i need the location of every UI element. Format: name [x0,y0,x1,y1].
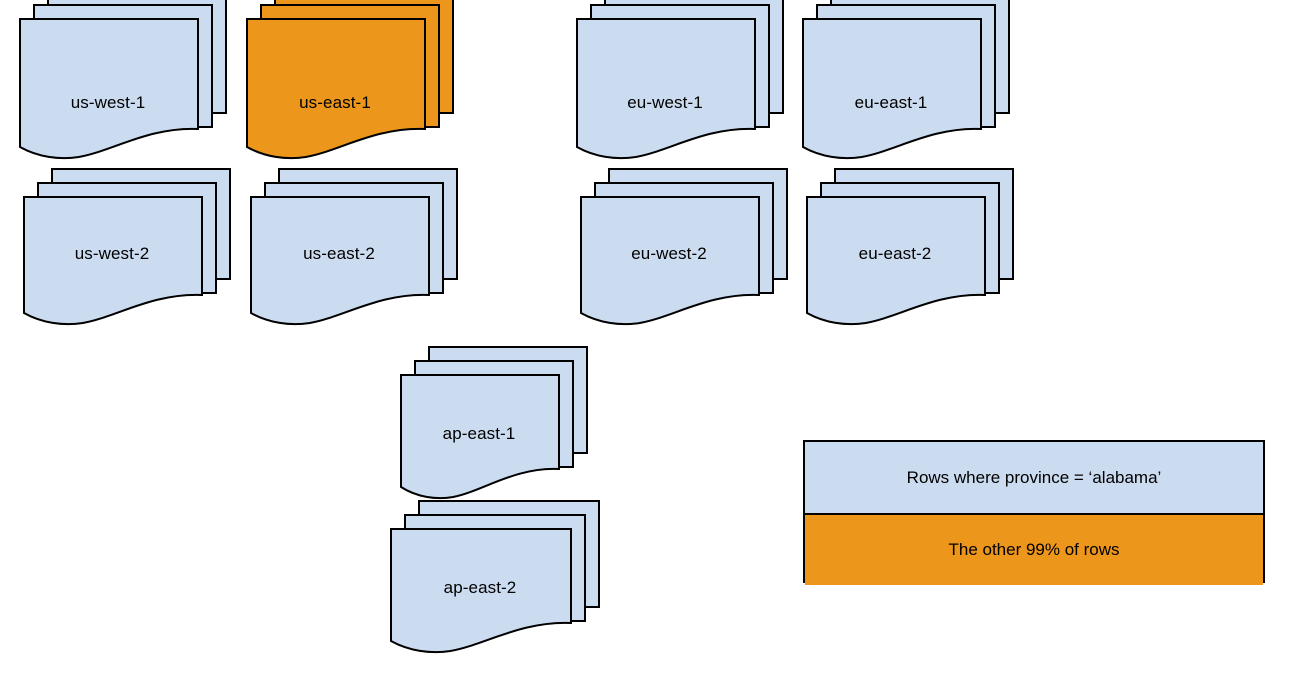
document-stack-eu-west-2[interactable]: eu-west-2 [580,168,788,326]
document-stack-us-east-1[interactable]: us-east-1 [246,0,454,160]
document-stack-us-west-1[interactable]: us-west-1 [19,0,227,160]
document-stack-us-east-2[interactable]: us-east-2 [250,168,458,326]
document-stack-shape-eu-west-2 [580,168,788,326]
document-stack-shape-eu-east-2 [806,168,1014,326]
legend-row-alabama-text: Rows where province = ‘alabama’ [906,467,1162,487]
document-stack-eu-east-2[interactable]: eu-east-2 [806,168,1014,326]
document-stack-ap-east-1[interactable]: ap-east-1 [400,346,588,500]
document-stack-us-west-2[interactable]: us-west-2 [23,168,231,326]
document-stack-shape-us-east-1 [246,0,454,160]
document-stack-shape-ap-east-1 [400,346,588,500]
document-stack-eu-east-1[interactable]: eu-east-1 [802,0,1010,160]
document-stack-shape-us-west-2 [23,168,231,326]
document-stack-shape-eu-east-1 [802,0,1010,160]
legend-row-other-text: The other 99% of rows [948,540,1120,559]
document-stack-eu-west-1[interactable]: eu-west-1 [576,0,784,160]
legend-box: Rows where province = ‘alabama’ The other… [803,440,1265,585]
legend-row-alabama: Rows where province = ‘alabama’ [805,442,1263,513]
document-stack-shape-us-east-2 [250,168,458,326]
document-stack-ap-east-2[interactable]: ap-east-2 [390,500,600,654]
document-stack-shape-ap-east-2 [390,500,600,654]
legend-row-other: The other 99% of rows [805,513,1263,585]
document-stack-shape-us-west-1 [19,0,227,160]
document-stack-shape-eu-west-1 [576,0,784,160]
